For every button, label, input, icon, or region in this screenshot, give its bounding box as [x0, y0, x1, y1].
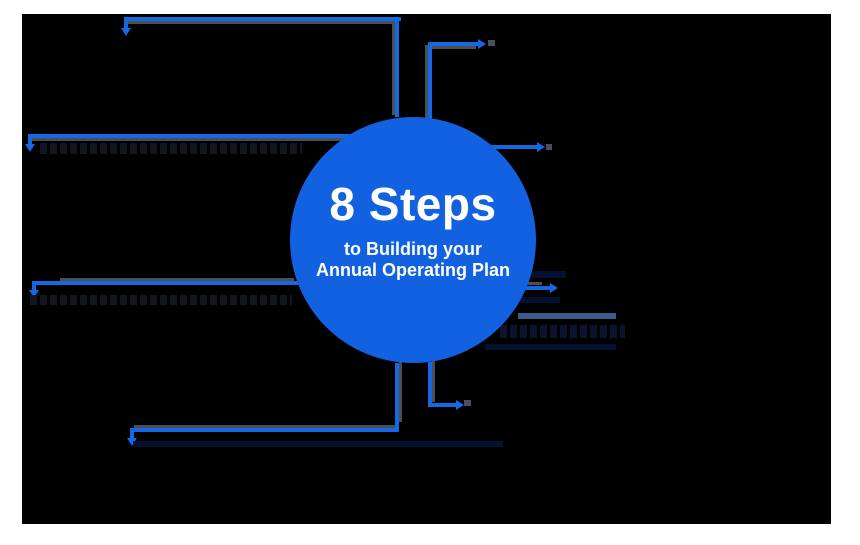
arrow-right-icon [537, 142, 545, 152]
arrow-down-icon [126, 438, 137, 446]
line-segment-horizontal [428, 42, 478, 46]
line-shadow [546, 144, 552, 150]
line-shadow [32, 138, 344, 141]
line-segment-vertical [428, 42, 432, 122]
line-segment-vertical [395, 363, 399, 428]
line-shadow [432, 45, 476, 49]
illegible-step-text [30, 295, 292, 305]
circle-subtitle-line-2: Annual Operating Plan [315, 260, 511, 280]
line-shadow [134, 424, 395, 428]
line-shadow [399, 360, 402, 422]
infographic-canvas: 8 Steps to Building your Annual Operatin… [22, 14, 831, 524]
line-shadow [488, 40, 495, 46]
arrow-right-icon [478, 39, 486, 49]
line-segment-horizontal [487, 145, 537, 149]
illegible-step-text [518, 313, 616, 319]
arrow-right-icon [550, 282, 558, 293]
line-segment-horizontal [32, 281, 300, 285]
arrow-right-icon [456, 399, 464, 410]
illegible-step-text [520, 297, 560, 303]
line-segment-vertical [129, 428, 134, 439]
illegible-step-text [500, 325, 625, 338]
line-shadow [60, 277, 294, 281]
center-circle: 8 Steps to Building your Annual Operatin… [290, 117, 536, 363]
line-shadow [391, 20, 395, 115]
line-segment-horizontal [428, 402, 456, 407]
line-shadow [518, 282, 542, 285]
illegible-step-text [40, 143, 302, 154]
line-segment-vertical [27, 134, 32, 145]
arrow-down-icon [24, 144, 35, 152]
arrow-down-icon [120, 28, 131, 36]
line-shadow [464, 400, 471, 406]
illegible-step-text [485, 344, 616, 350]
line-segment-vertical [428, 362, 432, 406]
line-shadow [128, 20, 395, 24]
line-segment-vertical [31, 281, 36, 291]
line-segment-vertical [123, 17, 128, 29]
arrow-down-icon [28, 290, 39, 298]
circle-subtitle-line-1: to Building your [344, 239, 482, 259]
line-segment-horizontal [124, 17, 401, 21]
circle-title: 8 Steps [329, 178, 497, 230]
line-segment-horizontal [130, 428, 399, 432]
line-segment-vertical [395, 17, 399, 117]
line-shadow [424, 45, 428, 120]
line-segment-horizontal [28, 134, 351, 138]
line-segment-horizontal [520, 285, 550, 290]
illegible-step-text [133, 441, 503, 447]
line-shadow [432, 360, 435, 402]
illegible-step-text [528, 271, 566, 278]
